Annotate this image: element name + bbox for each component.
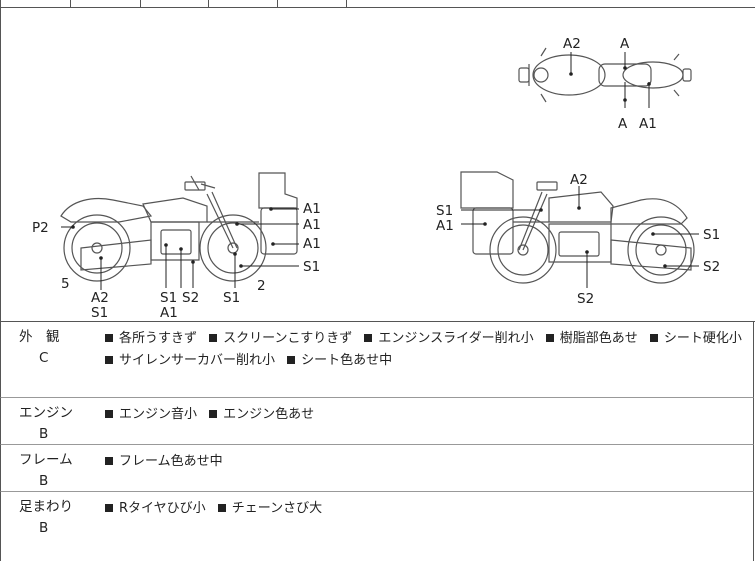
note-item: フレーム色あせ中	[119, 454, 223, 469]
motorcycle-left-side-view	[60, 172, 298, 282]
right-label-s2-rear: S2	[703, 259, 720, 275]
condition-notes: 各所うすきず スクリーンこすりきず エンジンスライダー削れ小 樹脂部色あせ シー…	[105, 328, 755, 372]
note-item: シート色あせ中	[301, 353, 393, 368]
category-grade: C	[39, 350, 49, 366]
previous-table-edge	[0, 0, 755, 8]
condition-row-frame: フレーム B フレーム色あせ中	[0, 445, 754, 492]
left-label-s1-right: S1	[303, 259, 320, 275]
bullet-square-icon	[209, 334, 218, 342]
note-item: シート硬化小	[663, 331, 742, 346]
left-label-s1-under: S1	[91, 305, 108, 321]
note-item: チェーンさび大	[231, 501, 323, 516]
motorcycle-top-view	[518, 47, 692, 103]
top-label-a2: A2	[563, 36, 581, 52]
condition-notes: Rタイヤひび小 チェーンさび大	[105, 498, 755, 520]
note-line: エンジン音小 エンジン色あせ	[105, 404, 755, 426]
damage-diagram-panel: A2 A A A1 P2 5 A2 S1 S1 S2 A1 S1 2 A1 A1…	[0, 8, 755, 322]
category-grade: B	[39, 473, 49, 489]
note-line: フレーム色あせ中	[105, 451, 755, 473]
category-cell: フレーム B	[19, 451, 79, 490]
bullet-square-icon	[209, 410, 218, 418]
condition-row-suspension: 足まわり B Rタイヤひび小 チェーンさび大	[0, 492, 754, 561]
left-label-a1-right-3: A1	[303, 236, 321, 252]
condition-notes: フレーム色あせ中	[105, 451, 755, 473]
bullet-square-icon	[105, 504, 113, 512]
category-name: フレーム	[19, 452, 73, 468]
left-label-a1-right-1: A1	[303, 201, 321, 217]
bullet-square-icon	[545, 334, 554, 342]
category-cell: 足まわり B	[19, 498, 79, 537]
note-item: 各所うすきず	[119, 331, 198, 346]
bullet-square-icon	[364, 334, 373, 342]
category-cell: エンジン B	[19, 404, 79, 443]
right-label-s2-bottom: S2	[577, 291, 594, 307]
right-label-s1-rear: S1	[703, 227, 720, 243]
top-label-a-front: A	[620, 36, 630, 52]
bullet-square-icon	[287, 356, 296, 364]
note-line: Rタイヤひび小 チェーンさび大	[105, 498, 755, 520]
bullet-square-icon	[105, 410, 113, 418]
category-grade: B	[39, 520, 49, 536]
right-label-a2: A2	[570, 172, 588, 188]
left-label-s1-mid: S1	[160, 290, 177, 306]
bullet-square-icon	[217, 504, 226, 512]
category-grade: B	[39, 426, 49, 442]
note-line: 各所うすきず スクリーンこすりきず エンジンスライダー削れ小 樹脂部色あせ シー…	[105, 328, 755, 350]
condition-notes: エンジン音小 エンジン色あせ	[105, 404, 755, 426]
bullet-square-icon	[105, 334, 113, 342]
bullet-square-icon	[105, 356, 113, 364]
category-name: 足まわり	[19, 499, 73, 515]
note-item: Rタイヤひび小	[119, 501, 206, 516]
category-name: 外 観	[19, 329, 60, 345]
note-line: サイレンサーカバー削れ小 シート色あせ中	[105, 350, 755, 372]
leader-lines	[61, 52, 699, 290]
condition-row-engine: エンジン B エンジン音小 エンジン色あせ	[0, 398, 754, 445]
left-label-a1-right-2: A1	[303, 217, 321, 233]
left-label-a1-mid: A1	[160, 305, 178, 321]
top-label-a1: A1	[639, 116, 657, 132]
bullet-square-icon	[649, 334, 658, 342]
top-label-a-rear: A	[618, 116, 628, 132]
left-label-s1-front: S1	[223, 290, 240, 306]
motorcycle-diagram: A2 A A A1 P2 5 A2 S1 S1 S2 A1 S1 2 A1 A1…	[32, 36, 720, 321]
left-label-p2: P2	[32, 220, 49, 236]
note-item: サイレンサーカバー削れ小	[119, 353, 276, 368]
note-item: エンジン音小	[119, 407, 198, 422]
motorcycle-right-side-view	[460, 171, 695, 284]
right-label-s1-left: S1	[436, 203, 453, 219]
left-label-2: 2	[257, 278, 266, 294]
left-label-s2-mid: S2	[182, 290, 199, 306]
note-item: スクリーンこすりきず	[223, 331, 353, 346]
note-item: 樹脂部色あせ	[559, 331, 638, 346]
left-label-a2: A2	[91, 290, 109, 306]
bullet-square-icon	[105, 457, 113, 465]
category-cell: 外 観 C	[19, 328, 79, 367]
condition-row-exterior: 外 観 C 各所うすきず スクリーンこすりきず エンジンスライダー削れ小 樹脂部…	[0, 322, 754, 398]
category-name: エンジン	[19, 405, 73, 421]
note-item: エンジンスライダー削れ小	[378, 331, 534, 346]
right-label-a1-left: A1	[436, 218, 454, 234]
left-label-5: 5	[61, 276, 70, 292]
note-item: エンジン色あせ	[223, 407, 315, 422]
